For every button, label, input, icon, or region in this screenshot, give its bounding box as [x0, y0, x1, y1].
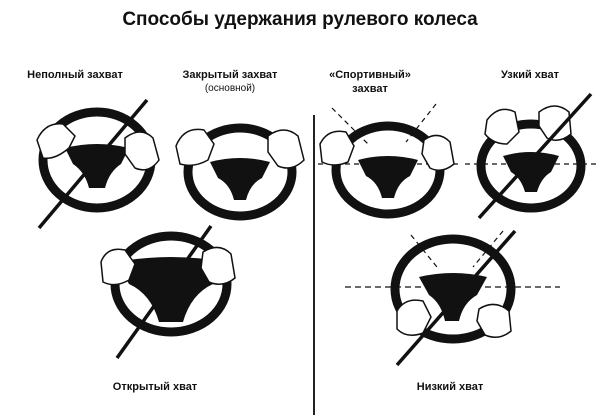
right-hand-icon — [476, 303, 512, 338]
guide-line — [405, 103, 437, 143]
wheel-incomplete-grip — [36, 98, 160, 230]
wheel-sport-grip — [318, 103, 458, 219]
left-hand-icon — [100, 248, 136, 286]
right-hand-icon — [421, 134, 455, 171]
label-open-grip: Открытый хват — [112, 381, 198, 393]
wheel-low-grip — [345, 229, 560, 367]
wheel-rim — [183, 123, 297, 221]
wheel-hub — [210, 158, 270, 200]
guide-line — [410, 234, 438, 268]
right-hand-icon — [124, 131, 160, 171]
left-hand-icon — [36, 123, 76, 160]
left-hand-icon — [396, 299, 432, 336]
label-closed-grip-sub: (основной) — [204, 83, 256, 94]
label-sport-grip-title: «Спортивный» — [329, 69, 411, 81]
right-hand-icon — [267, 129, 305, 169]
wheel-hub — [419, 273, 487, 321]
wheel-narrow-grip — [465, 92, 600, 220]
vertical-divider — [313, 115, 315, 415]
wheel-rim — [476, 119, 586, 213]
cross-out-line — [115, 224, 213, 360]
right-hand-icon — [200, 246, 236, 285]
guide-line — [472, 230, 504, 268]
label-sport-grip: «Спортивный» захват — [320, 68, 420, 96]
wheel-hub — [358, 156, 418, 198]
left-hand-icon — [484, 108, 520, 145]
cross-out-line — [395, 229, 517, 367]
page-title: Способы удержания рулевого колеса — [122, 9, 478, 30]
label-incomplete-grip: Неполный захват — [27, 69, 123, 81]
left-hand-icon — [175, 128, 215, 167]
label-narrow-grip: Узкий хват — [500, 69, 560, 81]
wheel-rim — [390, 234, 516, 344]
left-hand-icon — [319, 130, 355, 166]
wheel-hub — [503, 152, 559, 192]
wheel-hub — [65, 144, 129, 188]
wheel-open-grip — [100, 224, 236, 360]
wheel-hub — [117, 257, 225, 322]
label-sport-grip-sub: захват — [352, 83, 388, 95]
label-closed-grip: Закрытый захват (основной) — [170, 68, 290, 96]
cross-out-line — [37, 98, 149, 230]
label-low-grip: Низкий хват — [416, 381, 484, 393]
wheel-closed-grip — [175, 123, 305, 221]
label-closed-grip-title: Закрытый захват — [182, 69, 278, 81]
cross-out-line — [477, 92, 593, 220]
